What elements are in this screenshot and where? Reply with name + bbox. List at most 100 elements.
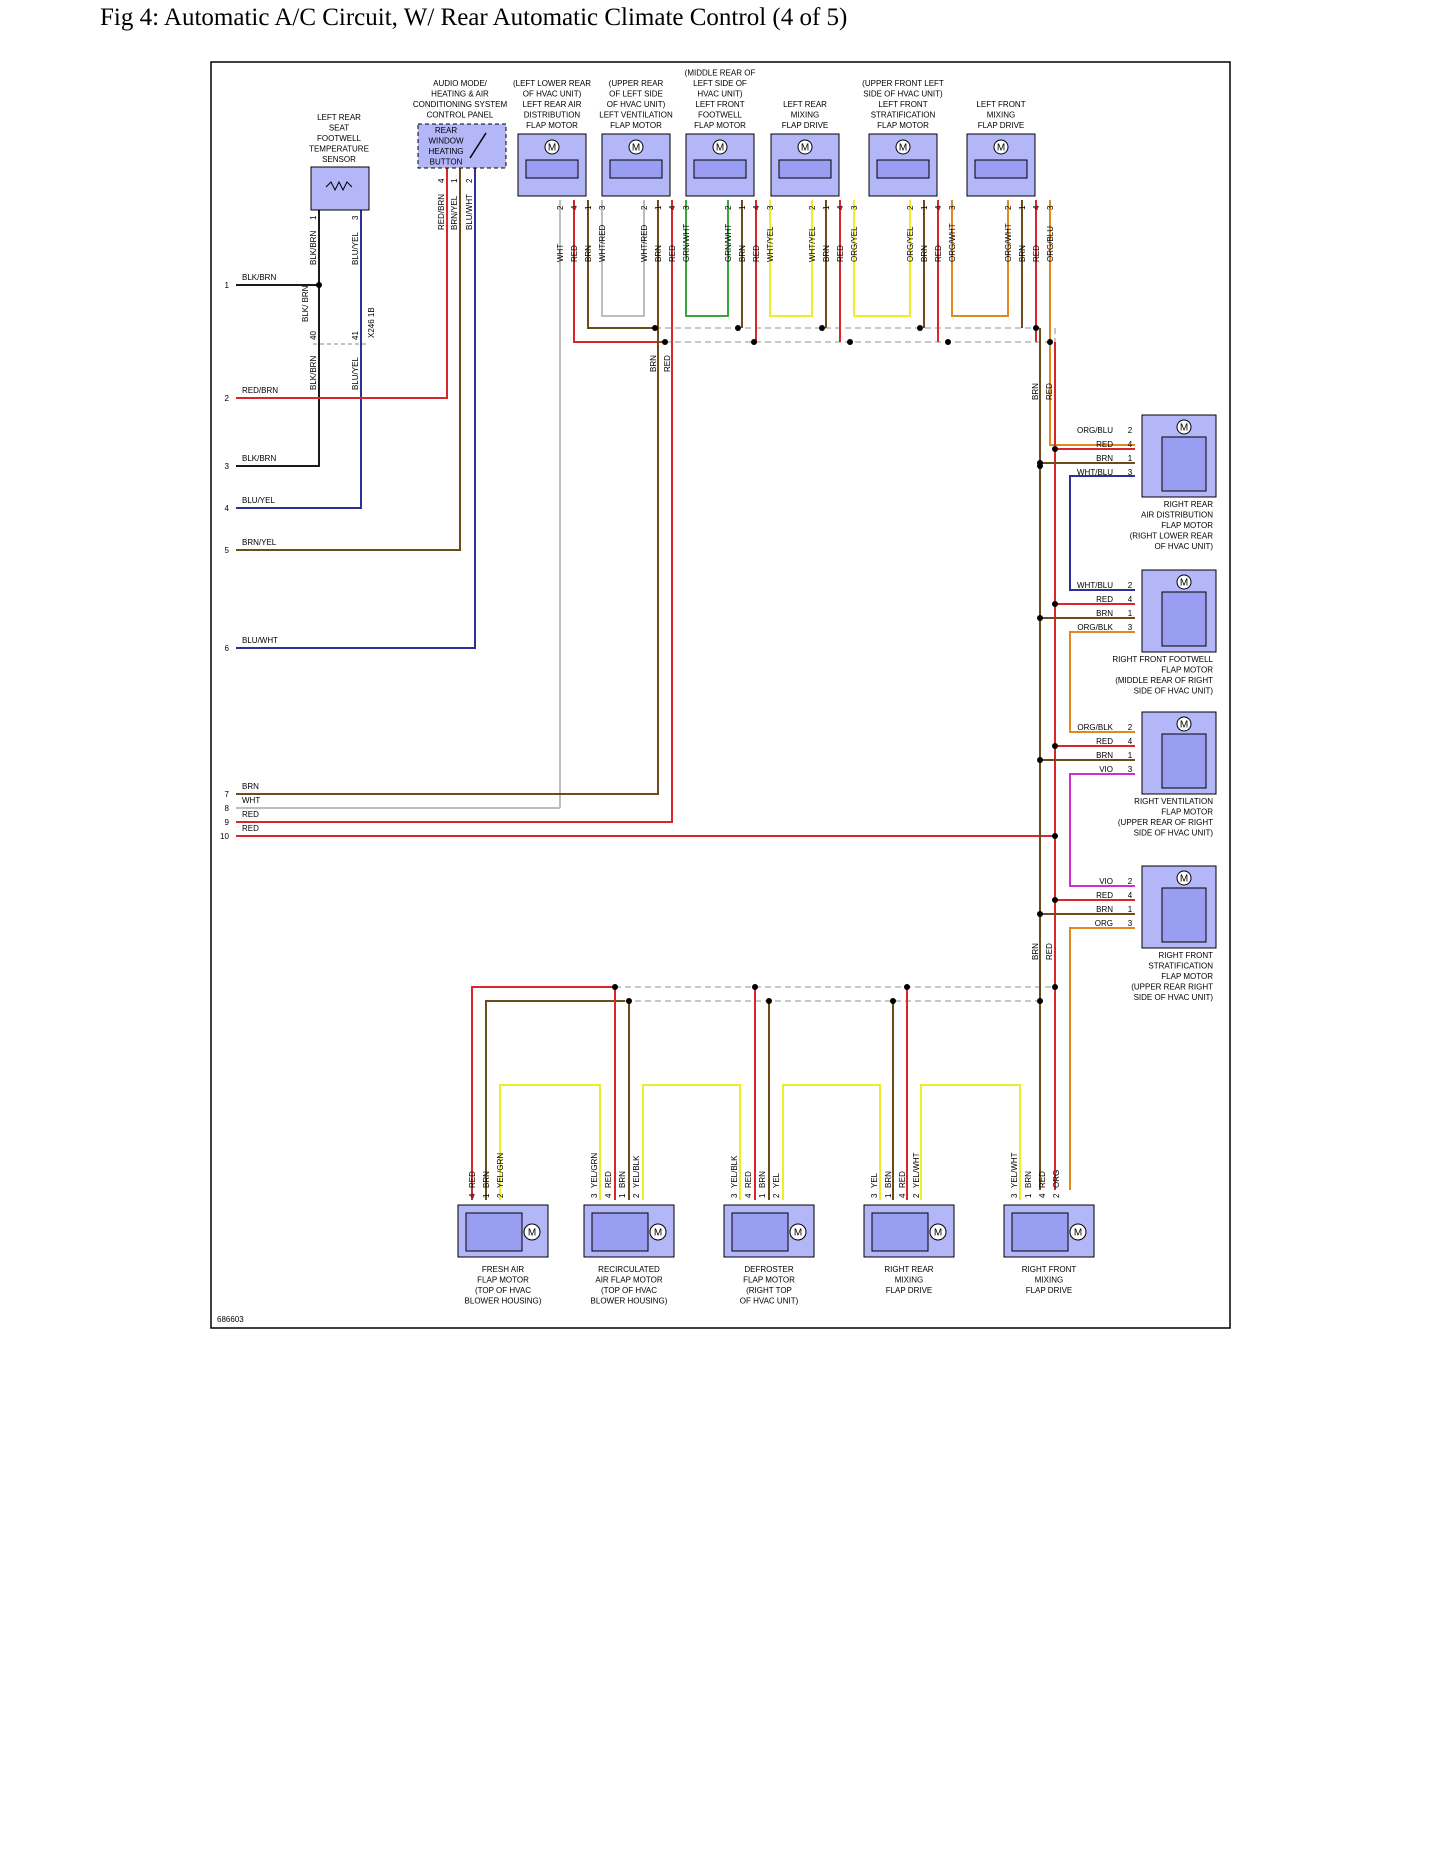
edge-wire-number: 3 — [225, 462, 230, 471]
top-motor-label: FLAP MOTOR — [610, 121, 662, 130]
bottom-motor-label: FRESH AIR — [482, 1265, 524, 1274]
top-motor-wire-label: RED — [1032, 245, 1041, 262]
right-motor-wire-label: ORG/BLU — [1077, 426, 1113, 435]
right-motor-pin-label: 1 — [1128, 609, 1133, 618]
bottom-motor-body — [591, 1212, 649, 1252]
motor-icon-letter: M — [997, 143, 1005, 154]
top-motor-pin-label: 4 — [836, 205, 845, 210]
temp-sensor-label: LEFT REAR — [317, 113, 361, 122]
splice-dot — [752, 984, 758, 990]
edge-wire-label: BLK/BRN — [242, 454, 276, 463]
right-motor-label: SIDE OF HVAC UNIT) — [1134, 829, 1214, 838]
top-motor-label: LEFT FRONT — [976, 100, 1025, 109]
top-motor-pin-label: 1 — [738, 205, 747, 210]
bottom-motor-label: OF HVAC UNIT) — [740, 1297, 799, 1306]
bus-label: RED — [1045, 383, 1054, 400]
right-motor-wire-label: VIO — [1099, 765, 1113, 774]
wire — [782, 1084, 881, 1200]
motor-icon-letter: M — [1180, 578, 1188, 589]
right-motor-label: (UPPER REAR RIGHT — [1131, 983, 1213, 992]
motor-icon — [1176, 574, 1192, 590]
motor-icon — [993, 139, 1009, 155]
motor-icon — [1176, 716, 1192, 732]
splice-dot — [735, 325, 741, 331]
connector-wire-label: BLK/BRN — [309, 356, 318, 390]
wire — [1069, 475, 1135, 591]
motor-icon — [895, 139, 911, 155]
splice-dot — [819, 325, 825, 331]
button-label: HEATING — [429, 147, 464, 156]
bottom-motor-label: (RIGHT TOP — [746, 1286, 792, 1295]
motor-icon-letter: M — [716, 143, 724, 154]
top-motor-wire-label: ORG/YEL — [906, 226, 915, 262]
top-motor-label: OF LEFT SIDE — [609, 90, 663, 99]
top-motor-wire-label: ORG/BLU — [1046, 226, 1055, 262]
thermistor-icon — [325, 180, 353, 192]
motor-icon-letter: M — [1180, 423, 1188, 434]
bottom-motor-wire-label: BRN — [1024, 1171, 1033, 1188]
right-motor-pin-label: 2 — [1128, 426, 1133, 435]
wire — [853, 200, 911, 317]
bottom-motor-wire-label: YEL/WHT — [912, 1152, 921, 1188]
top-motor-wire-label: RED — [752, 245, 761, 262]
top-motor-label: FLAP DRIVE — [782, 121, 829, 130]
wire — [769, 200, 813, 317]
bottom-motor-pin-label: 4 — [744, 1193, 753, 1198]
wire — [685, 200, 729, 317]
splice-dot — [1052, 984, 1058, 990]
top-motor-label: MIXING — [987, 111, 1015, 120]
right-motor-label: (RIGHT LOWER REAR — [1130, 532, 1214, 541]
splice-dot — [612, 984, 618, 990]
edge-wire-label: RED — [242, 824, 259, 833]
wire — [236, 168, 461, 551]
top-motor-label: (MIDDLE REAR OF — [685, 69, 756, 78]
top-motor-label: OF HVAC UNIT) — [523, 90, 582, 99]
edge-wire-label: BLU/YEL — [242, 496, 275, 505]
bottom-motor-label: (TOP OF HVAC — [475, 1286, 531, 1295]
splice-dot — [1037, 911, 1043, 917]
wire — [236, 210, 362, 509]
top-motor-pin-label: 2 — [906, 205, 915, 210]
right-motor-wire-label: BRN — [1096, 609, 1113, 618]
page-title: Fig 4: Automatic A/C Circuit, W/ Rear Au… — [100, 4, 848, 31]
bottom-motor-wire-label: RED — [468, 1171, 477, 1188]
splice-dot — [662, 339, 668, 345]
motor-icon — [523, 1223, 541, 1241]
motor-icon-letter: M — [632, 143, 640, 154]
top-motor-pin-label: 3 — [766, 205, 775, 210]
bottom-motor-label: FLAP DRIVE — [886, 1286, 933, 1295]
splice-dot — [945, 339, 951, 345]
top-motor-pin-label: 4 — [570, 205, 579, 210]
edge-wire-label: BRN/YEL — [242, 538, 277, 547]
top-motor-pin-label: 2 — [556, 205, 565, 210]
top-motor-wire-label: ORG/WHT — [948, 223, 957, 262]
bottom-motor-label: (TOP OF HVAC — [601, 1286, 657, 1295]
bottom-motor-body — [871, 1212, 929, 1252]
bottom-motor-wire-label: YEL — [870, 1172, 879, 1188]
wires-layer — [236, 168, 1135, 1200]
top-motor-label: LEFT REAR — [783, 100, 827, 109]
top-motor-pin-label: 4 — [934, 205, 943, 210]
right-motor-wire-label: ORG — [1095, 919, 1113, 928]
top-motor-body — [974, 159, 1028, 179]
right-motor-pin-label: 2 — [1128, 877, 1133, 886]
splice-dot — [1037, 998, 1043, 1004]
edge-wire-number: 10 — [220, 832, 229, 841]
wire — [587, 200, 655, 329]
top-motor-wire-label: RED — [570, 245, 579, 262]
top-motor-label: (LEFT LOWER REAR — [513, 79, 591, 88]
bottom-motor-pin-label: 2 — [772, 1193, 781, 1198]
top-motor-wire-label: BRN — [1018, 245, 1027, 262]
top-motor-pin-label: 3 — [1046, 205, 1055, 210]
bottom-motor-wire-label: BRN — [884, 1171, 893, 1188]
bottom-motor-wire-label: BRN — [618, 1171, 627, 1188]
top-motor-pin-label: 1 — [822, 205, 831, 210]
bottom-motor-pin-label: 1 — [482, 1193, 491, 1198]
top-motor-wire-label: WHT/RED — [598, 224, 607, 262]
bottom-motor-label: FLAP MOTOR — [477, 1276, 529, 1285]
right-motor-body — [1161, 887, 1207, 943]
splice-dot — [1052, 833, 1058, 839]
splice-wire-label: BLK/ BRN — [301, 285, 310, 322]
motor-icon — [1176, 419, 1192, 435]
splice-dot — [1037, 463, 1043, 469]
